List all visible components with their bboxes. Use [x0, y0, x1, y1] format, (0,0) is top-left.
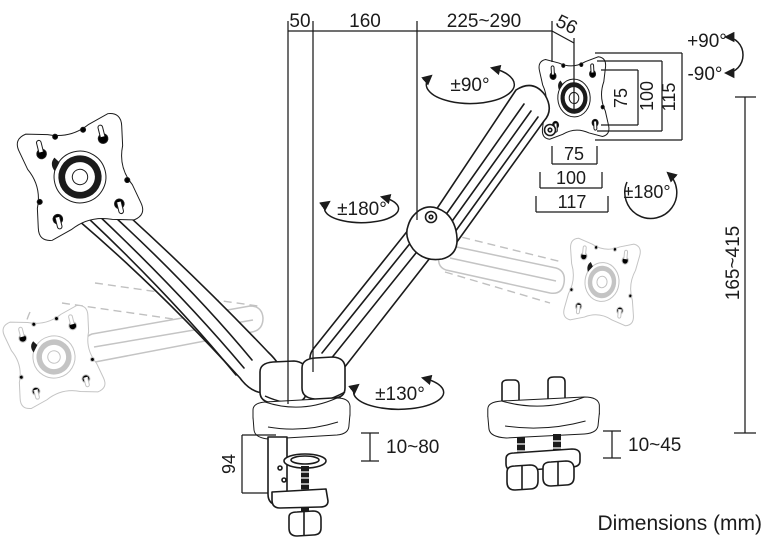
- clamp-pad-inner: [290, 455, 320, 465]
- clamp-jaw: [271, 488, 329, 509]
- grommet-pole-stub-left: [501, 379, 520, 404]
- dim-225-290-label: 225~290: [447, 11, 522, 32]
- dim-50-label: 50: [289, 11, 310, 32]
- ghost-right-vesa-plate: [563, 238, 641, 327]
- vesa-h117-label: 117: [558, 192, 587, 212]
- ghost-left-vesa-plate: [1, 303, 107, 410]
- clamp-range-label: 10~80: [386, 437, 439, 458]
- grommet-mount: [487, 376, 600, 491]
- plate-180-label: ±180°: [623, 182, 670, 202]
- plate-180-arrow: [624, 171, 678, 220]
- height-range-label: 165~415: [723, 226, 744, 301]
- dimension-annotations: 50 160 225~290 56 165~415 75 100 115 75 …: [219, 11, 762, 535]
- height-dim-line: [734, 96, 756, 434]
- tilt-down-label: -90°: [687, 64, 722, 85]
- ghost-right-arm-line: [449, 257, 557, 282]
- top-dim-extension-lines: [287, 21, 575, 404]
- vesa-h100-label: 100: [556, 168, 586, 188]
- swivel-90-label: ±90°: [450, 75, 489, 96]
- motion-trace-right-3: [444, 271, 551, 304]
- vesa-v100-label: 100: [637, 81, 657, 111]
- clamp-hole-2: [281, 477, 287, 483]
- clamp-screw-threads: [301, 471, 309, 491]
- grommet-rod-threads: [517, 440, 561, 452]
- top-dim-line: [288, 30, 575, 44]
- base-130-arrow: [348, 374, 445, 411]
- elbow-joint: [406, 206, 458, 261]
- clamp-depth-label: 94: [219, 454, 239, 474]
- vesa-v115-label: 115: [659, 83, 679, 112]
- clamp-knob: [288, 510, 322, 537]
- arm-assembly: [15, 56, 609, 537]
- clamp-range-dim-lines: [361, 432, 379, 462]
- tilt-up-label: +90°: [687, 31, 727, 52]
- grommet-range-dim-lines: [603, 430, 621, 459]
- vesa-horizontal-dim-lines: [535, 146, 609, 213]
- grommet-desk-plate: [487, 396, 600, 439]
- motion-trace-right-1: [436, 230, 563, 263]
- clamp-desk-plate: [252, 397, 351, 440]
- grommet-rod-right: [553, 434, 561, 458]
- right-lower-arm-lines: [321, 235, 425, 361]
- dim-56-label: 56: [552, 11, 580, 39]
- swivel-90-arrow: [421, 64, 516, 105]
- left-arm-lines: [86, 205, 253, 376]
- dim-160-label: 160: [349, 11, 381, 32]
- vesa-vertical-dim-lines: [595, 52, 683, 141]
- vesa-v75-label: 75: [611, 88, 631, 108]
- grommet-pole-stub-right: [547, 376, 566, 402]
- clamp-hole-1: [277, 465, 283, 471]
- mid-180-arrow: [319, 193, 400, 224]
- elbow-pivot-pin: [428, 214, 434, 220]
- plate-tilt-joint-pin: [547, 127, 553, 133]
- grommet-rod-left: [517, 437, 525, 461]
- mid-180-label: ±180°: [337, 199, 387, 220]
- clamp-depth-dim-lines: [241, 434, 276, 494]
- caption-dimensions-mm: Dimensions (mm): [597, 512, 762, 535]
- base-right-boss: [301, 356, 346, 400]
- right-upper-arm-lines: [432, 103, 539, 244]
- tilt-arrow: [723, 31, 744, 79]
- base-130-label: ±130°: [375, 384, 425, 405]
- grommet-range-label: 10~45: [628, 435, 681, 456]
- desk-clamp: [267, 436, 329, 537]
- vesa-h75-label: 75: [564, 144, 584, 164]
